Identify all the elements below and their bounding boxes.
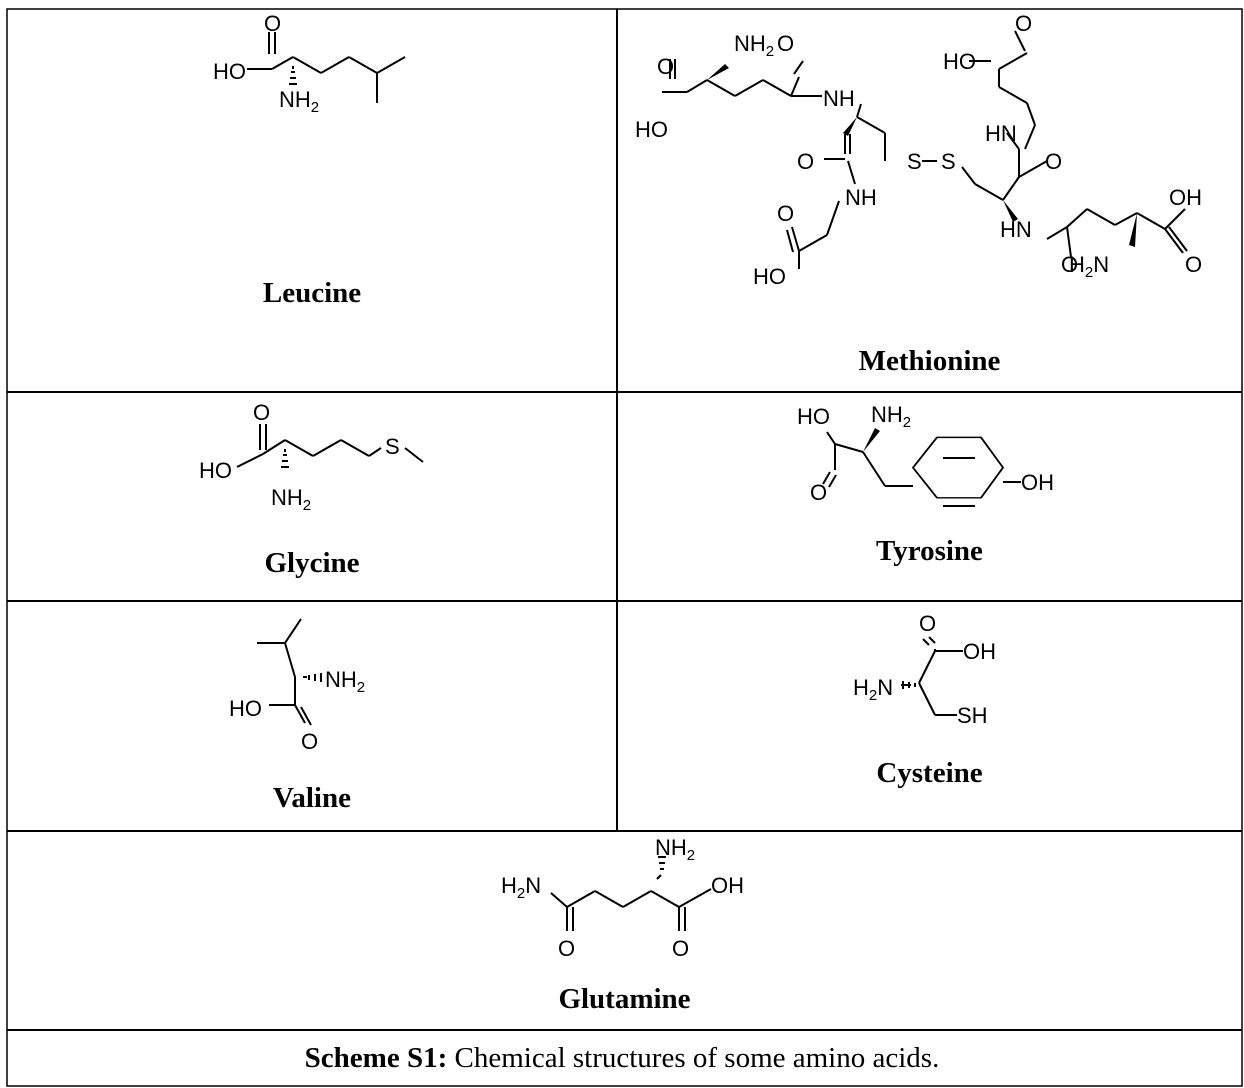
atom-o: O xyxy=(1045,149,1062,174)
atom-oh: OH xyxy=(1021,470,1054,495)
leucine-structure: O HO NH2 xyxy=(213,11,406,116)
cell-methionine: O HO NH2 O NH O O NH HO S S HO O HN O HN… xyxy=(617,9,1242,392)
name-glycine: Glycine xyxy=(264,547,360,579)
atom-nh2: NH2 xyxy=(279,87,319,116)
atom-o: O xyxy=(777,201,794,226)
cell-valine: NH2 HO O Valine xyxy=(7,601,617,831)
cysteine-structure: O OH H2N SH xyxy=(853,611,996,728)
atom-o: O xyxy=(264,11,281,36)
atom-nh2: NH2 xyxy=(734,31,774,60)
atom-ho: HO xyxy=(753,264,786,289)
atom-nh: NH xyxy=(823,86,855,111)
atom-o: O xyxy=(1185,252,1202,277)
name-cysteine: Cysteine xyxy=(876,757,983,789)
atom-h2n: H2N xyxy=(853,675,893,704)
atom-oh: OH xyxy=(711,873,744,898)
tyrosine-structure: HO NH2 O OH xyxy=(797,402,1054,507)
atom-ho: HO xyxy=(635,117,668,142)
atom-o: O xyxy=(777,31,794,56)
name-glutamine: Glutamine xyxy=(558,983,691,1015)
atom-o: O xyxy=(919,611,936,636)
glutamine-structure: H2N NH2 OH O O xyxy=(501,835,744,961)
name-methionine: Methionine xyxy=(858,345,1001,377)
atom-s: S xyxy=(907,149,922,174)
atom-hn: HN xyxy=(985,121,1017,146)
atom-o: O xyxy=(1061,252,1078,277)
atom-ho: HO xyxy=(229,696,262,721)
atom-nh2: NH2 xyxy=(871,402,911,431)
atom-o: O xyxy=(810,480,827,505)
scheme-caption: Scheme S1: Chemical structures of some a… xyxy=(0,1042,1244,1075)
name-tyrosine: Tyrosine xyxy=(876,535,983,567)
atom-s: S xyxy=(941,149,956,174)
atom-o: O xyxy=(1015,11,1032,36)
cell-cysteine: O OH H2N SH Cysteine xyxy=(617,601,1242,831)
atom-o: O xyxy=(558,936,575,961)
atom-o: O xyxy=(797,149,814,174)
caption-text: Chemical structures of some amino acids. xyxy=(447,1042,940,1074)
atom-sh: SH xyxy=(957,703,988,728)
atom-nh2: NH2 xyxy=(655,835,695,864)
atom-oh: OH xyxy=(1169,185,1202,210)
name-valine: Valine xyxy=(273,782,351,814)
atom-o: O xyxy=(657,54,674,79)
caption-label: Scheme S1: xyxy=(304,1042,448,1074)
cell-tyrosine: HO NH2 O OH Tyrosine xyxy=(617,392,1242,601)
atom-o: O xyxy=(253,400,270,425)
atom-o: O xyxy=(672,936,689,961)
valine-structure: NH2 HO O xyxy=(229,618,365,754)
atom-hn: HN xyxy=(1000,217,1032,242)
atom-h2n: H2N xyxy=(1069,252,1109,281)
atom-s: S xyxy=(385,434,400,459)
atom-ho: HO xyxy=(213,59,246,84)
atom-ho: HO xyxy=(199,458,232,483)
atom-h2n: H2N xyxy=(501,873,541,902)
atom-oh: OH xyxy=(963,639,996,664)
atom-o: O xyxy=(301,729,318,754)
name-leucine: Leucine xyxy=(262,277,362,309)
cell-glycine: O HO NH2 S Glycine xyxy=(7,392,617,601)
atom-nh: NH xyxy=(845,185,877,210)
atom-ho: HO xyxy=(797,404,830,429)
glycine-structure: O HO NH2 S xyxy=(199,400,424,514)
cell-leucine: O HO NH2 Leucine xyxy=(7,9,617,392)
atom-nh2: NH2 xyxy=(325,667,365,696)
methionine-structure: O HO NH2 O NH O O NH HO S S HO O HN O HN… xyxy=(635,11,1202,289)
atom-nh2: NH2 xyxy=(271,485,311,514)
atom-ho: HO xyxy=(943,49,976,74)
cell-glutamine: H2N NH2 OH O O Glutamine xyxy=(7,831,1242,1030)
